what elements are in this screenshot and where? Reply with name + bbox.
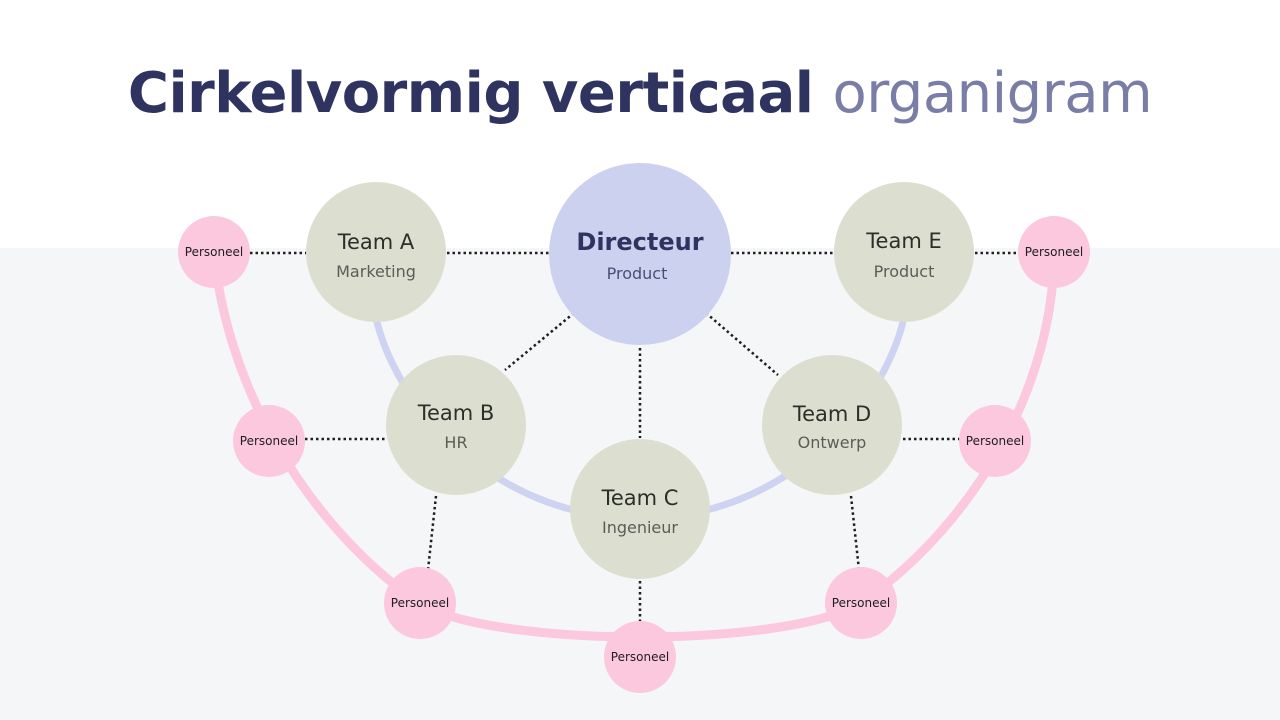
team-subtitle: Ingenieur [602,518,678,537]
team-title: Team D [792,402,871,426]
title-accent: organigram [832,61,1153,126]
team-c-node[interactable]: Team C Ingenieur [570,439,710,579]
personnel-label: Personeel [832,596,890,610]
title-main: Cirkelvormig verticaal [127,61,814,126]
personnel-label: Personeel [1025,245,1083,259]
page-title: Cirkelvormig verticaal organigram [0,58,1280,130]
personnel-node[interactable]: Personeel [1018,216,1090,288]
team-title: Team B [417,401,495,425]
personnel-label: Personeel [391,596,449,610]
personnel-label: Personeel [611,650,669,664]
team-title: Team C [601,486,679,510]
team-a-node[interactable]: Team A Marketing [306,182,446,322]
team-subtitle: Marketing [336,262,416,281]
director-subtitle: Product [607,264,668,283]
personnel-node[interactable]: Personeel [384,567,456,639]
personnel-label: Personeel [966,434,1024,448]
team-e-node[interactable]: Team E Product [834,182,974,322]
team-title: Team E [865,229,941,253]
director-title: Directeur [576,228,703,256]
personnel-node[interactable]: Personeel [604,621,676,693]
team-subtitle: Product [874,262,935,281]
personnel-label: Personeel [185,245,243,259]
team-title: Team A [337,230,415,254]
personnel-label: Personeel [240,434,298,448]
director-node[interactable]: Directeur Product [549,163,731,345]
personnel-node[interactable]: Personeel [178,216,250,288]
team-d-node[interactable]: Team D Ontwerp [762,355,902,495]
dotted-connectors [250,251,1019,622]
team-b-node[interactable]: Team B HR [386,355,526,495]
team-subtitle: Ontwerp [798,433,867,452]
personnel-node[interactable]: Personeel [233,405,305,477]
personnel-node[interactable]: Personeel [825,567,897,639]
personnel-node[interactable]: Personeel [959,405,1031,477]
team-subtitle: HR [444,433,467,452]
